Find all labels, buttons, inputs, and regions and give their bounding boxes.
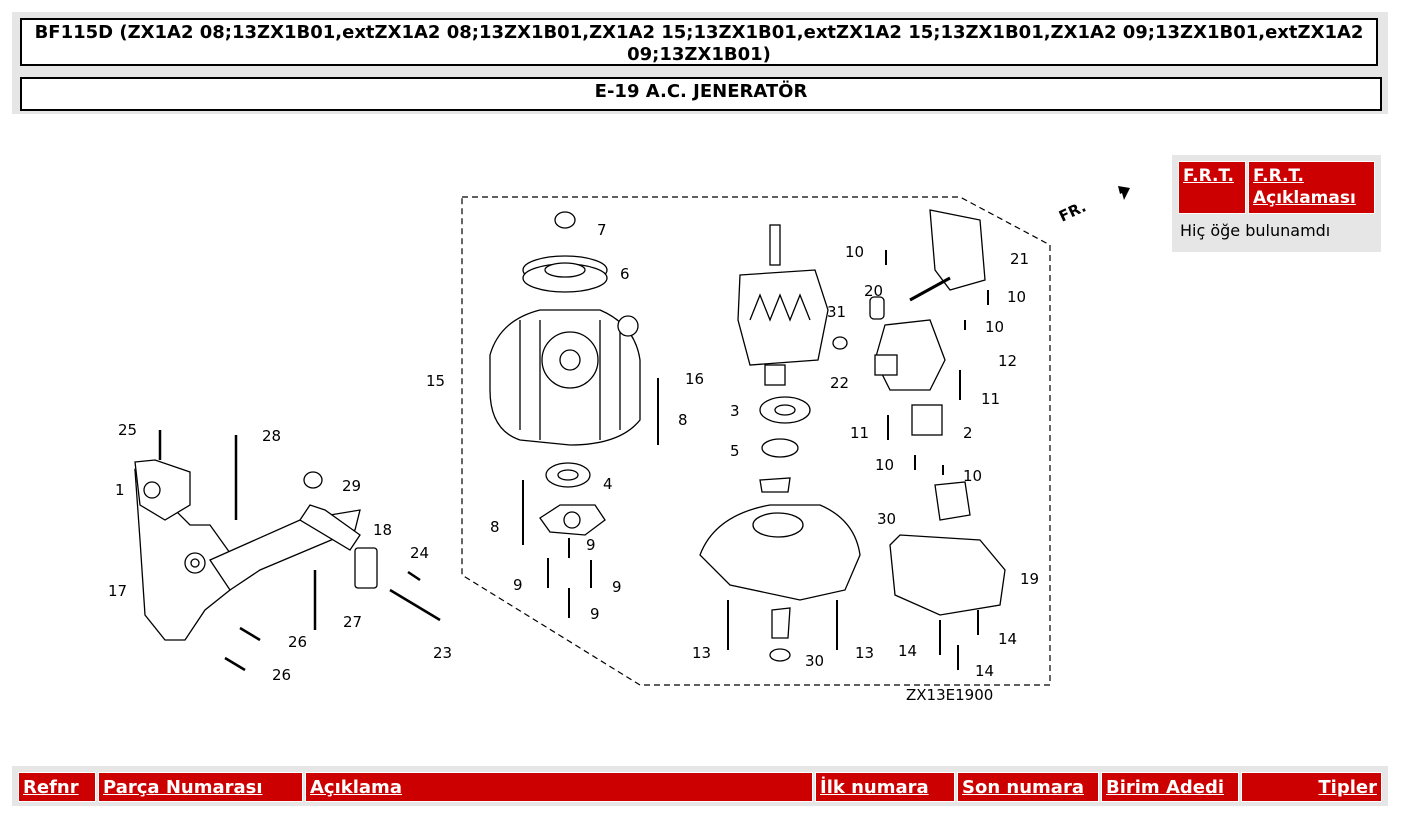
callout-8b: 8	[490, 518, 500, 536]
col-types[interactable]: Tipler	[1241, 772, 1382, 802]
front-direction-label: FR.	[1056, 198, 1089, 226]
header-panel: BF115D (ZX1A2 08;13ZX1B01,extZX1A2 08;13…	[12, 12, 1388, 114]
callout-9c: 9	[612, 578, 622, 596]
callout-11b: 11	[850, 424, 869, 442]
callout-10e: 10	[963, 467, 982, 485]
col-first-number[interactable]: İlk numara	[815, 772, 955, 802]
callout-9d: 9	[590, 605, 600, 623]
callout-13b: 13	[855, 644, 874, 662]
rear-cover-part[interactable]	[889, 481, 1006, 616]
frt-empty-message: Hiç öğe bulunamdı	[1180, 221, 1331, 240]
callout-10b: 10	[1007, 288, 1026, 306]
callout-5: 5	[730, 442, 740, 460]
screws-right	[885, 250, 989, 670]
callout-12: 12	[998, 352, 1017, 370]
callout-14a: 14	[998, 630, 1017, 648]
callout-14c: 14	[975, 662, 994, 680]
parts-diagram: FR.	[100, 160, 1150, 720]
callout-10d: 10	[875, 456, 894, 474]
parts-table-header: Refnr Parça Numarası Açıklama İlk numara…	[12, 766, 1388, 806]
bearing-part[interactable]	[539, 462, 606, 536]
callout-3: 3	[730, 402, 740, 420]
callout-10a: 10	[845, 243, 864, 261]
col-refnr[interactable]: Refnr	[18, 772, 96, 802]
callout-24: 24	[410, 544, 429, 562]
callout-11a: 11	[981, 390, 1000, 408]
callout-4: 4	[603, 475, 613, 493]
assembly-boundary	[461, 196, 1051, 686]
callout-21: 21	[1010, 250, 1029, 268]
mounting-bracket-part[interactable]	[134, 459, 378, 641]
regulator-part[interactable]	[832, 209, 986, 436]
exploded-view-drawing: FR.	[108, 186, 1130, 704]
callout-17: 17	[108, 582, 127, 600]
callout-30a: 30	[877, 510, 896, 528]
stud-bolts	[522, 378, 659, 618]
callout-20: 20	[864, 282, 883, 300]
callout-2: 2	[963, 424, 973, 442]
callout-9b: 9	[513, 576, 523, 594]
alternator-housing-part[interactable]	[489, 211, 641, 446]
col-unit-quantity[interactable]: Birim Adedi	[1101, 772, 1239, 802]
callout-26a: 26	[288, 633, 307, 651]
col-part-number[interactable]: Parça Numarası	[98, 772, 303, 802]
callout-28: 28	[262, 427, 281, 445]
callout-labels: 1 2 3 4 5 6 7 8 8 9 9 9 9 10 10 10 10 10…	[108, 221, 1039, 704]
callout-7: 7	[597, 221, 607, 239]
rear-housing-part[interactable]	[699, 477, 861, 662]
callout-14b: 14	[898, 642, 917, 660]
callout-27: 27	[343, 613, 362, 631]
callout-31: 31	[827, 303, 846, 321]
section-title: E-19 A.C. JENERATÖR	[20, 77, 1382, 111]
page-title: BF115D (ZX1A2 08;13ZX1B01,extZX1A2 08;13…	[20, 18, 1378, 66]
callout-8a: 8	[678, 411, 688, 429]
callout-16: 16	[685, 370, 704, 388]
callout-26b: 26	[272, 666, 291, 684]
callout-6: 6	[620, 265, 630, 283]
col-last-number[interactable]: Son numara	[957, 772, 1099, 802]
rotor-part[interactable]	[737, 224, 829, 458]
through-bolts	[727, 600, 838, 650]
diagram-code: ZX13E1900	[906, 686, 993, 704]
callout-15: 15	[426, 372, 445, 390]
callout-13a: 13	[692, 644, 711, 662]
callout-19: 19	[1020, 570, 1039, 588]
bracket-bolts	[158, 430, 441, 672]
front-direction-arrow: FR.	[1056, 186, 1130, 226]
frt-header-link[interactable]: F.R.T.	[1178, 161, 1246, 214]
frt-description-header-link[interactable]: F.R.T. Açıklaması	[1248, 161, 1375, 214]
callout-25: 25	[118, 421, 137, 439]
callout-18: 18	[373, 521, 392, 539]
frt-panel: F.R.T. F.R.T. Açıklaması Hiç öğe bulunam…	[1172, 155, 1381, 252]
callout-30b: 30	[805, 652, 824, 670]
callout-1: 1	[115, 481, 125, 499]
callout-10c: 10	[985, 318, 1004, 336]
callout-23: 23	[433, 644, 452, 662]
callout-29: 29	[342, 477, 361, 495]
callout-9a: 9	[586, 536, 596, 554]
callout-22: 22	[830, 374, 849, 392]
col-description[interactable]: Açıklama	[305, 772, 813, 802]
